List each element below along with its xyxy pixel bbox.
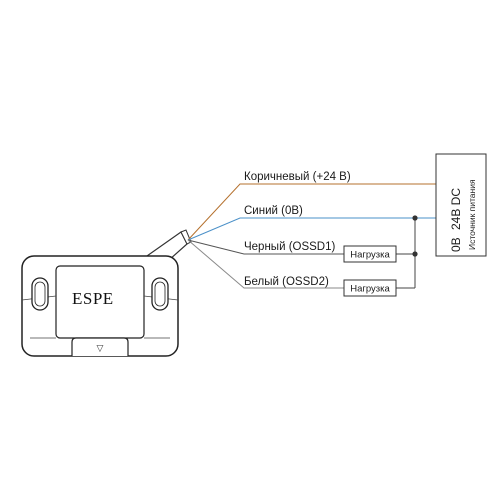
wire-black	[187, 239, 344, 255]
psu-caption: Источник питания	[467, 179, 477, 250]
load-1: Нагрузка	[343, 245, 397, 263]
wire-label-black: Черный (OSSD1)	[244, 241, 336, 253]
right-mount-slot	[151, 277, 169, 311]
wire-blue	[187, 217, 436, 241]
indicator-arrow-icon: ▽	[97, 344, 104, 354]
load-1-label: Нагрузка	[350, 250, 390, 261]
load-2: Нагрузка	[343, 279, 397, 297]
wire-brown	[187, 183, 436, 241]
left-mount-slot	[31, 277, 49, 311]
wires	[187, 183, 436, 289]
wire-white	[187, 239, 344, 289]
brand-logo: ESPE	[72, 289, 114, 308]
junction-dot-blue	[412, 215, 418, 221]
espe-sensor-device: ESPE ▽	[21, 229, 192, 357]
psu-terminal-24v: 24В DC	[449, 188, 463, 230]
power-supply: 0В 24В DC Источник питания	[435, 153, 487, 257]
wire-label-brown: Коричневый (+24 В)	[244, 171, 351, 183]
psu-terminal-0v: 0В	[449, 237, 463, 252]
indicator-tab	[71, 337, 129, 356]
junction-dot-load1	[412, 251, 418, 257]
wire-label-white: Белый (OSSD2)	[244, 276, 329, 288]
wire-label-blue: Синий (0В)	[244, 205, 303, 217]
load-2-label: Нагрузка	[350, 284, 390, 295]
